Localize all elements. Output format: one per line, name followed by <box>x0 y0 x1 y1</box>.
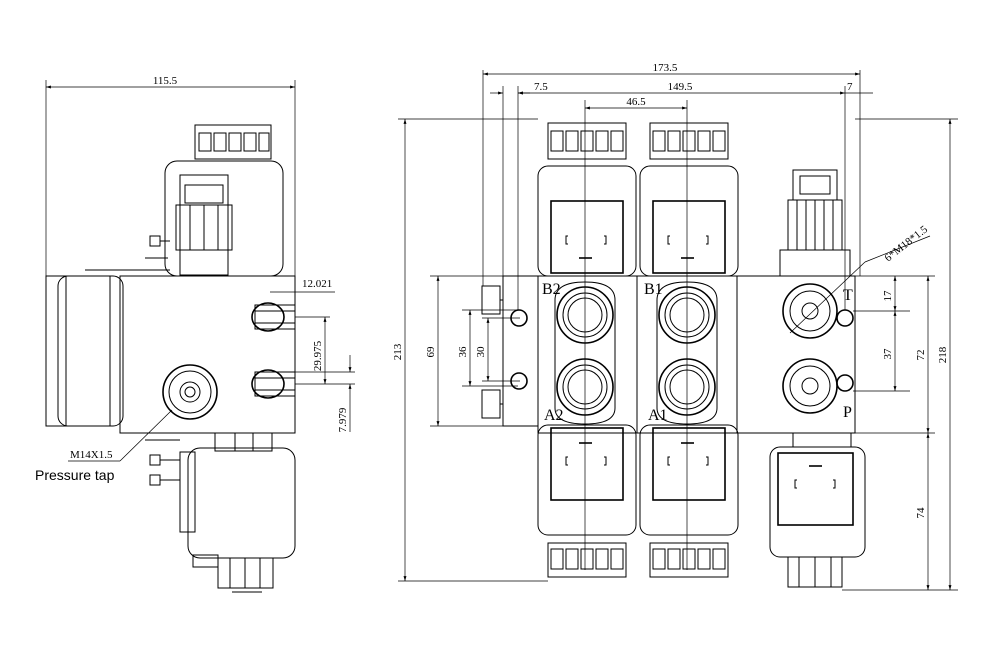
dim-overall-width: 173.5 <box>653 62 678 74</box>
dim-port-span: 36 <box>457 346 469 358</box>
side-bottom-coil <box>145 432 296 593</box>
port-b2-label: B2 <box>542 281 561 298</box>
dim-right-height: 218 <box>937 346 949 363</box>
front-bottom-coil-right <box>639 424 739 578</box>
front-dimensions: 173.5 7.5 149.5 7 46.5 213 69 <box>392 62 958 591</box>
side-body <box>119 275 296 434</box>
port-p-label: P <box>843 404 852 421</box>
port-b1-label: B1 <box>644 281 663 298</box>
dim-section-pitch: 46.5 <box>626 96 646 108</box>
front-top-nut-right <box>649 122 729 160</box>
dim-inlet-top: 17 <box>882 290 894 302</box>
pressure-tap-port <box>162 364 218 420</box>
dim-right-offset: 7 <box>847 81 853 93</box>
dim-port-pitch-front: 30 <box>475 346 487 358</box>
front-relief-valve <box>779 169 851 277</box>
dim-body-width: 149.5 <box>668 81 693 93</box>
side-view: 115.5 12.021 29.975 7.979 M14X1.5 Pressu… <box>35 75 355 593</box>
dim-port-lower: 7.979 <box>337 407 349 432</box>
side-dimensions: 115.5 12.021 29.975 7.979 <box>45 75 355 432</box>
dim-body-height: 69 <box>425 346 437 358</box>
front-view: B2 B1 A2 A1 T P <box>392 62 958 591</box>
side-thread-label: M14X1.5 <box>70 449 113 461</box>
dim-coil-height: 74 <box>915 507 927 519</box>
dim-port-pitch: 29.975 <box>312 340 324 371</box>
dim-side-width: 115.5 <box>153 75 178 87</box>
side-top-coil <box>85 160 284 277</box>
port-t-label: T <box>843 287 853 304</box>
dim-inlet-pitch: 37 <box>882 348 894 360</box>
port-a1-label: A1 <box>648 407 668 424</box>
pressure-tap-label: Pressure tap <box>35 467 115 483</box>
port-a2-label: A2 <box>544 407 564 424</box>
side-top-nut <box>194 124 272 160</box>
front-bottom-coil-left <box>537 424 637 578</box>
front-port-labels: B2 B1 A2 A1 T P <box>542 281 853 424</box>
front-top-coil-right <box>639 165 739 277</box>
front-bottom-coil-inlet <box>769 432 866 588</box>
front-thread-label: 6*M18*1.5 <box>882 223 930 264</box>
dim-left-offset: 7.5 <box>534 81 548 93</box>
dim-inlet-height: 72 <box>915 350 927 361</box>
side-left-cap <box>45 275 124 427</box>
dim-overall-height: 213 <box>392 343 404 360</box>
front-top-nut-left <box>547 122 627 160</box>
pressure-tap-callout: M14X1.5 Pressure tap <box>35 409 173 483</box>
front-top-coil-left <box>537 165 637 277</box>
dim-port-offset: 12.021 <box>302 278 332 290</box>
front-body <box>481 100 856 570</box>
